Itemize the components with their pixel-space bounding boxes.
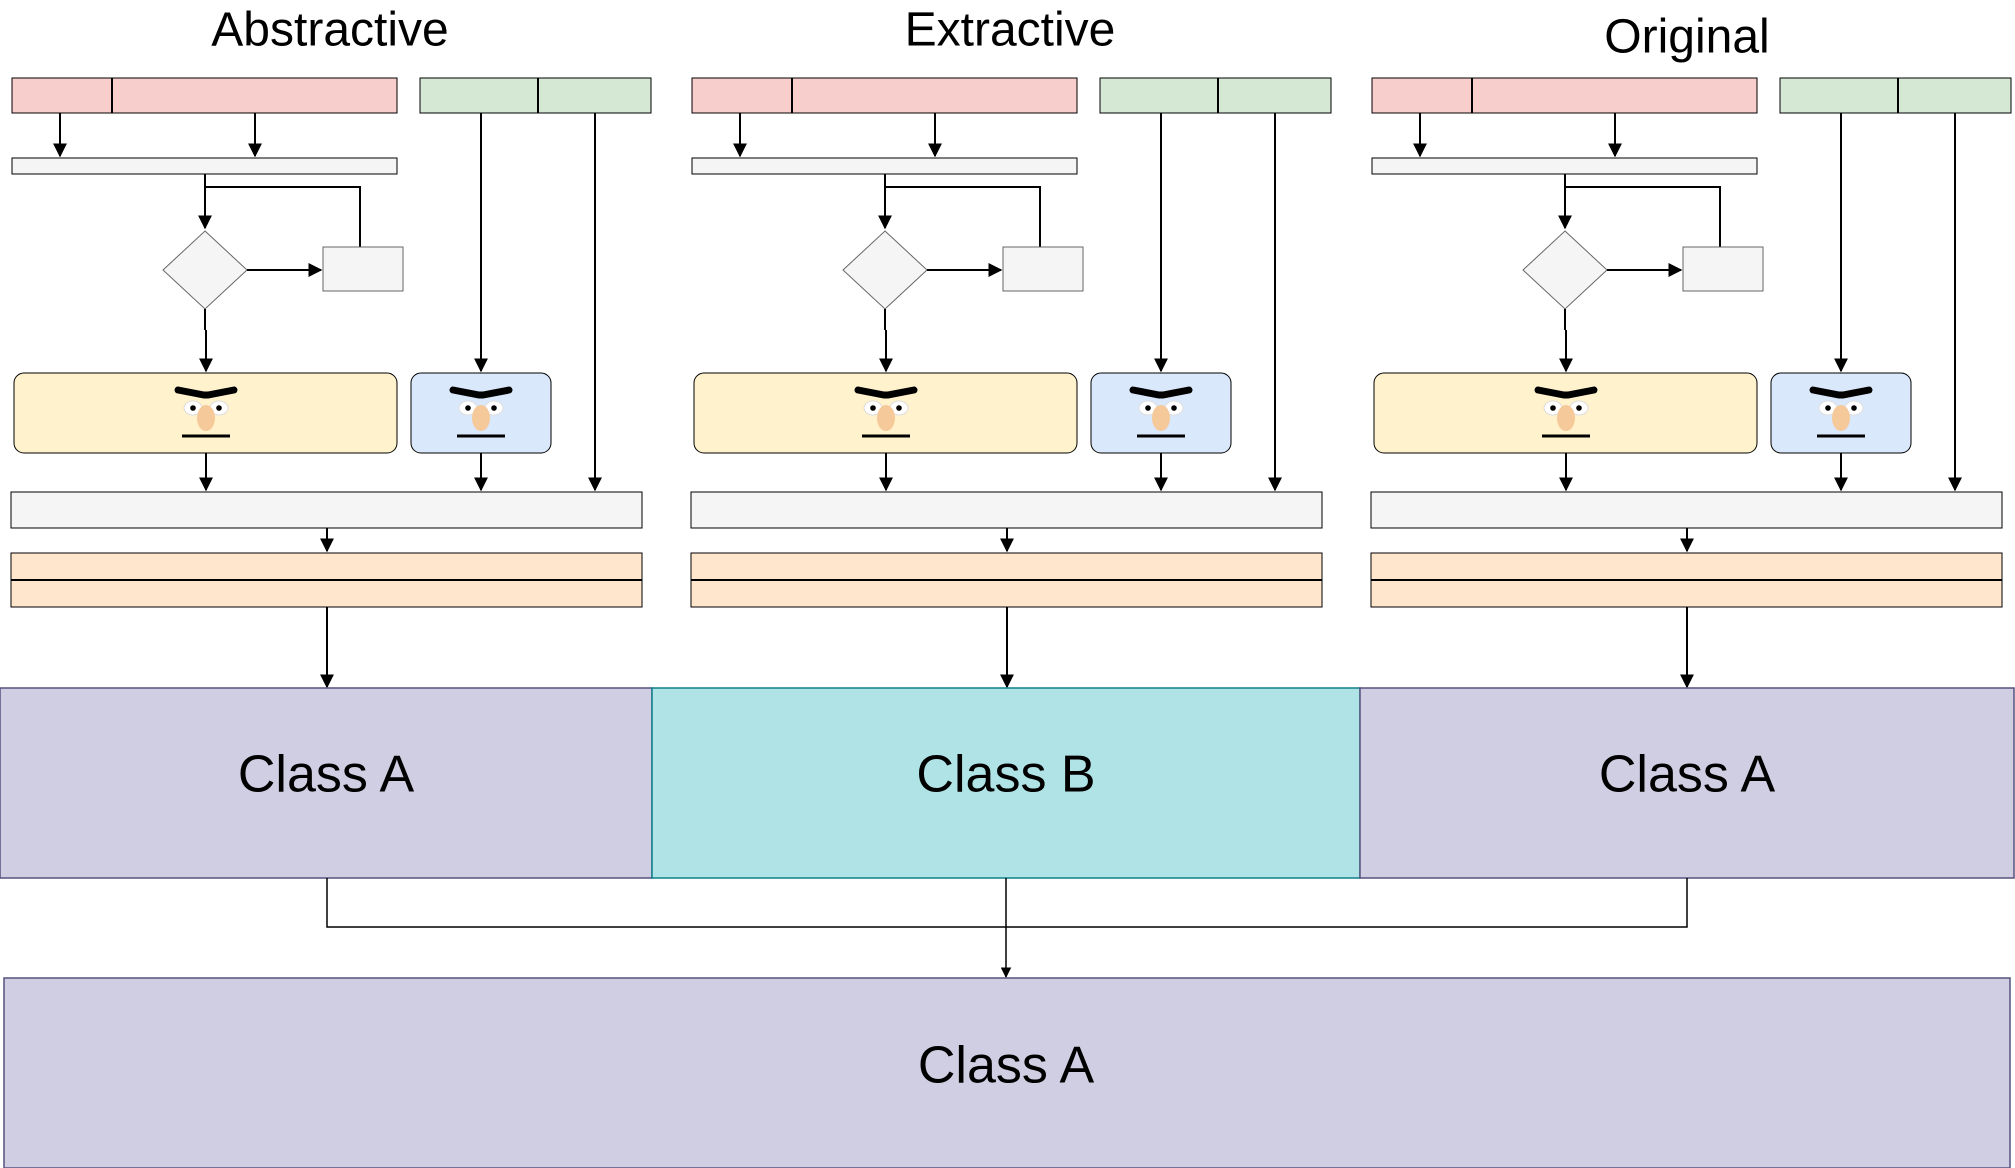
face-blue-original-pupil-left [1825, 405, 1831, 411]
face-blue-extractive-brow [1129, 386, 1193, 399]
face-blue-abstractive-brow [449, 386, 513, 399]
face-blue-extractive-pupil-right [1171, 405, 1177, 411]
class-label-original: Class A [1599, 746, 1776, 804]
panel-title-original: Original [1604, 11, 1769, 64]
face-blue-abstractive-pupil-right [491, 405, 497, 411]
green-input-extractive [1099, 77, 1332, 114]
face-yellow-extractive-brow [854, 386, 918, 399]
red-input-abstractive [11, 77, 398, 114]
class-box-extractive [651, 687, 1361, 879]
face-yellow-original-brow [1534, 386, 1598, 399]
side-box-original [1682, 246, 1764, 292]
panel-original: Original [1370, 11, 2012, 689]
face-yellow-extractive-pupil-left [870, 405, 876, 411]
decision-diamond-original [1522, 230, 1608, 310]
face-blue-abstractive-nose [472, 405, 490, 431]
green-input-original [1779, 77, 2012, 114]
face-yellow-original-pupil-right [1576, 405, 1582, 411]
panel-title-extractive: Extractive [905, 4, 1116, 57]
loop-connector-extractive [885, 186, 1041, 247]
face-blue-extractive-pupil-left [1145, 405, 1151, 411]
face-yellow-extractive-nose [877, 405, 895, 431]
face-yellow-abstractive-pupil-right [216, 405, 222, 411]
green-input-abstractive [419, 77, 652, 114]
side-box-abstractive [322, 246, 404, 292]
face-yellow-abstractive-pupil-left [190, 405, 196, 411]
face-yellow-original-pupil-left [1550, 405, 1556, 411]
class-label-abstractive: Class A [238, 746, 415, 804]
combine-bar-abstractive [10, 491, 643, 529]
red-input-extractive [691, 77, 1078, 114]
face-yellow-abstractive-brow [174, 386, 238, 399]
side-box-extractive [1002, 246, 1084, 292]
panel-title-abstractive: Abstractive [211, 4, 448, 57]
merge-bar-original [1371, 157, 1758, 175]
class-box-abstractive [0, 687, 653, 879]
decision-diamond-extractive [842, 230, 928, 310]
final-class-label: Class A [918, 1037, 1095, 1095]
face-blue-original-nose [1832, 405, 1850, 431]
panel-abstractive: Abstractive [10, 4, 652, 689]
face-blue-original-brow [1809, 386, 1873, 399]
face-blue-original-pupil-right [1851, 405, 1857, 411]
final-class-box [3, 977, 2011, 1168]
panel-extractive: Extractive [690, 4, 1332, 689]
combine-bar-extractive [690, 491, 1323, 529]
face-yellow-abstractive-nose [197, 405, 215, 431]
merge-bar-abstractive [11, 157, 398, 175]
red-input-original [1371, 77, 1758, 114]
merge-bar-extractive [691, 157, 1078, 175]
class-box-original [1359, 687, 2015, 879]
face-blue-abstractive-pupil-left [465, 405, 471, 411]
aggregation-connector [326, 878, 1688, 928]
face-yellow-original-nose [1557, 405, 1575, 431]
class-label-extractive: Class B [916, 746, 1095, 804]
decision-diamond-abstractive [162, 230, 248, 310]
loop-connector-abstractive [205, 186, 361, 247]
face-blue-extractive-nose [1152, 405, 1170, 431]
loop-connector-original [1565, 186, 1721, 247]
face-yellow-extractive-pupil-right [896, 405, 902, 411]
combine-bar-original [1370, 491, 2003, 529]
